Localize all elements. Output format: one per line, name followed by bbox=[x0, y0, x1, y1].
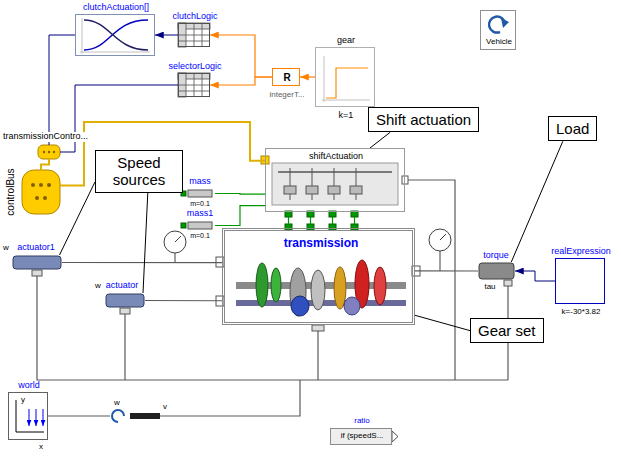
signal-wire bbox=[215, 206, 265, 226]
port-name: v bbox=[163, 403, 167, 412]
table-icon bbox=[178, 23, 210, 97]
component-name: actuator bbox=[106, 281, 139, 291]
component-name: controlBus bbox=[5, 168, 16, 215]
component-name: realExpression bbox=[551, 247, 611, 257]
callout-box: Shift actuation bbox=[368, 107, 479, 132]
component-name: clutchActuation[] bbox=[83, 3, 149, 13]
parameter-value: m=0.1 bbox=[190, 232, 210, 240]
callout-box: Load bbox=[548, 116, 597, 141]
world-icon bbox=[16, 400, 44, 432]
component-name: selectorLogic bbox=[168, 62, 221, 72]
parameter-value: m=0.1 bbox=[190, 200, 210, 208]
mass-block: mass1m=0.1 bbox=[185, 220, 215, 231]
speed-sensor-icon bbox=[164, 229, 451, 271]
vehicle-icon-head bbox=[501, 18, 509, 28]
gear-set-illustration bbox=[216, 257, 420, 331]
component-name: clutchLogic bbox=[172, 12, 217, 22]
shift-actuation-icon bbox=[261, 156, 408, 205]
port-name: w bbox=[3, 244, 9, 253]
signal-wire bbox=[215, 193, 265, 195]
signal-wire bbox=[49, 35, 75, 145]
block-symbol: R bbox=[283, 72, 290, 83]
parameter-value: k=1 bbox=[339, 111, 354, 121]
bus-dots bbox=[31, 151, 55, 200]
table-block: selectorLogic bbox=[178, 73, 210, 97]
component-name: ratio bbox=[354, 417, 370, 426]
port-name: w bbox=[114, 399, 120, 408]
speed-source-block: actuator1w bbox=[12, 255, 62, 270]
port-name: tau bbox=[484, 283, 495, 292]
component-name: world bbox=[18, 381, 40, 391]
translational-wires bbox=[289, 217, 355, 224]
callout-text: Speed sources bbox=[103, 154, 175, 189]
callout-text: Gear set bbox=[478, 322, 536, 339]
step-icon bbox=[322, 56, 370, 102]
world-block: worldyx bbox=[8, 392, 48, 440]
signal-wire bbox=[41, 159, 49, 170]
port-name: w bbox=[95, 282, 101, 291]
leader-line bbox=[60, 182, 96, 255]
signal-wire bbox=[60, 85, 178, 152]
callout-text: Shift actuation bbox=[376, 111, 471, 128]
speed-source-icon bbox=[13, 256, 144, 314]
leader-line bbox=[511, 141, 563, 262]
speed-source-block: actuatorw bbox=[105, 293, 145, 308]
component-name: shiftActuation bbox=[309, 152, 363, 162]
axis-label: y bbox=[21, 396, 25, 405]
signal-wire bbox=[300, 76, 315, 77]
bus-icon bbox=[22, 170, 60, 214]
plot-block: clutchActuation[] bbox=[75, 14, 155, 56]
plot-icon bbox=[80, 18, 150, 54]
component-name: actuator1 bbox=[17, 243, 55, 253]
bus-connector: controlBus bbox=[22, 170, 60, 214]
motion-icon bbox=[112, 410, 160, 422]
vehicle-block: Vehicle bbox=[480, 10, 516, 50]
step-source-block: geark=1 bbox=[315, 47, 375, 107]
leader-line bbox=[143, 193, 148, 294]
component-name: mass1 bbox=[187, 209, 214, 219]
bus-connector: transmissionContro... bbox=[38, 145, 60, 159]
table-block: clutchLogic bbox=[178, 23, 210, 47]
transmission-block: transmission bbox=[222, 228, 415, 325]
leader-line bbox=[370, 132, 390, 148]
component-name: gear bbox=[337, 36, 355, 46]
torque-icon bbox=[479, 263, 514, 286]
torque-source-block: torquetau bbox=[478, 262, 515, 280]
translational-flanges bbox=[181, 191, 358, 230]
mass-icon bbox=[188, 222, 212, 229]
signal-wire bbox=[62, 262, 222, 263]
component-name: mass bbox=[189, 177, 211, 187]
component-name: transmission bbox=[284, 237, 359, 250]
output-block: ratioif (speedS... bbox=[330, 428, 392, 445]
bus-icon bbox=[38, 145, 60, 159]
leader-line bbox=[415, 315, 470, 330]
mass-icon bbox=[188, 190, 212, 197]
output-arrow bbox=[392, 431, 398, 442]
expression-text: if (speedS... bbox=[341, 432, 384, 441]
mass-block: massm=0.1 bbox=[185, 188, 215, 199]
parameter-value: k=-30*3.82 bbox=[562, 308, 601, 317]
conversion-block: RintegerT... bbox=[272, 68, 300, 86]
callout-box: Gear set bbox=[470, 318, 544, 343]
shift-actuation-block: shiftActuation bbox=[265, 148, 405, 212]
component-name: torque bbox=[483, 251, 509, 261]
signal-wire bbox=[415, 270, 478, 271]
callout-box: Speed sources bbox=[95, 150, 183, 193]
signal-wire bbox=[155, 35, 178, 36]
callout-text: Load bbox=[556, 120, 589, 137]
signal-wire bbox=[210, 77, 272, 85]
mechanical-wires bbox=[37, 180, 508, 416]
component-name: transmissionContro... bbox=[2, 132, 89, 142]
axis-label: x bbox=[39, 443, 43, 452]
component-name: Vehicle bbox=[486, 38, 512, 47]
signal-wire bbox=[145, 300, 222, 301]
expression-block: realExpressionk=-30*3.82 bbox=[555, 258, 605, 304]
component-name: integerT... bbox=[269, 91, 304, 100]
signal-wire bbox=[515, 271, 555, 281]
